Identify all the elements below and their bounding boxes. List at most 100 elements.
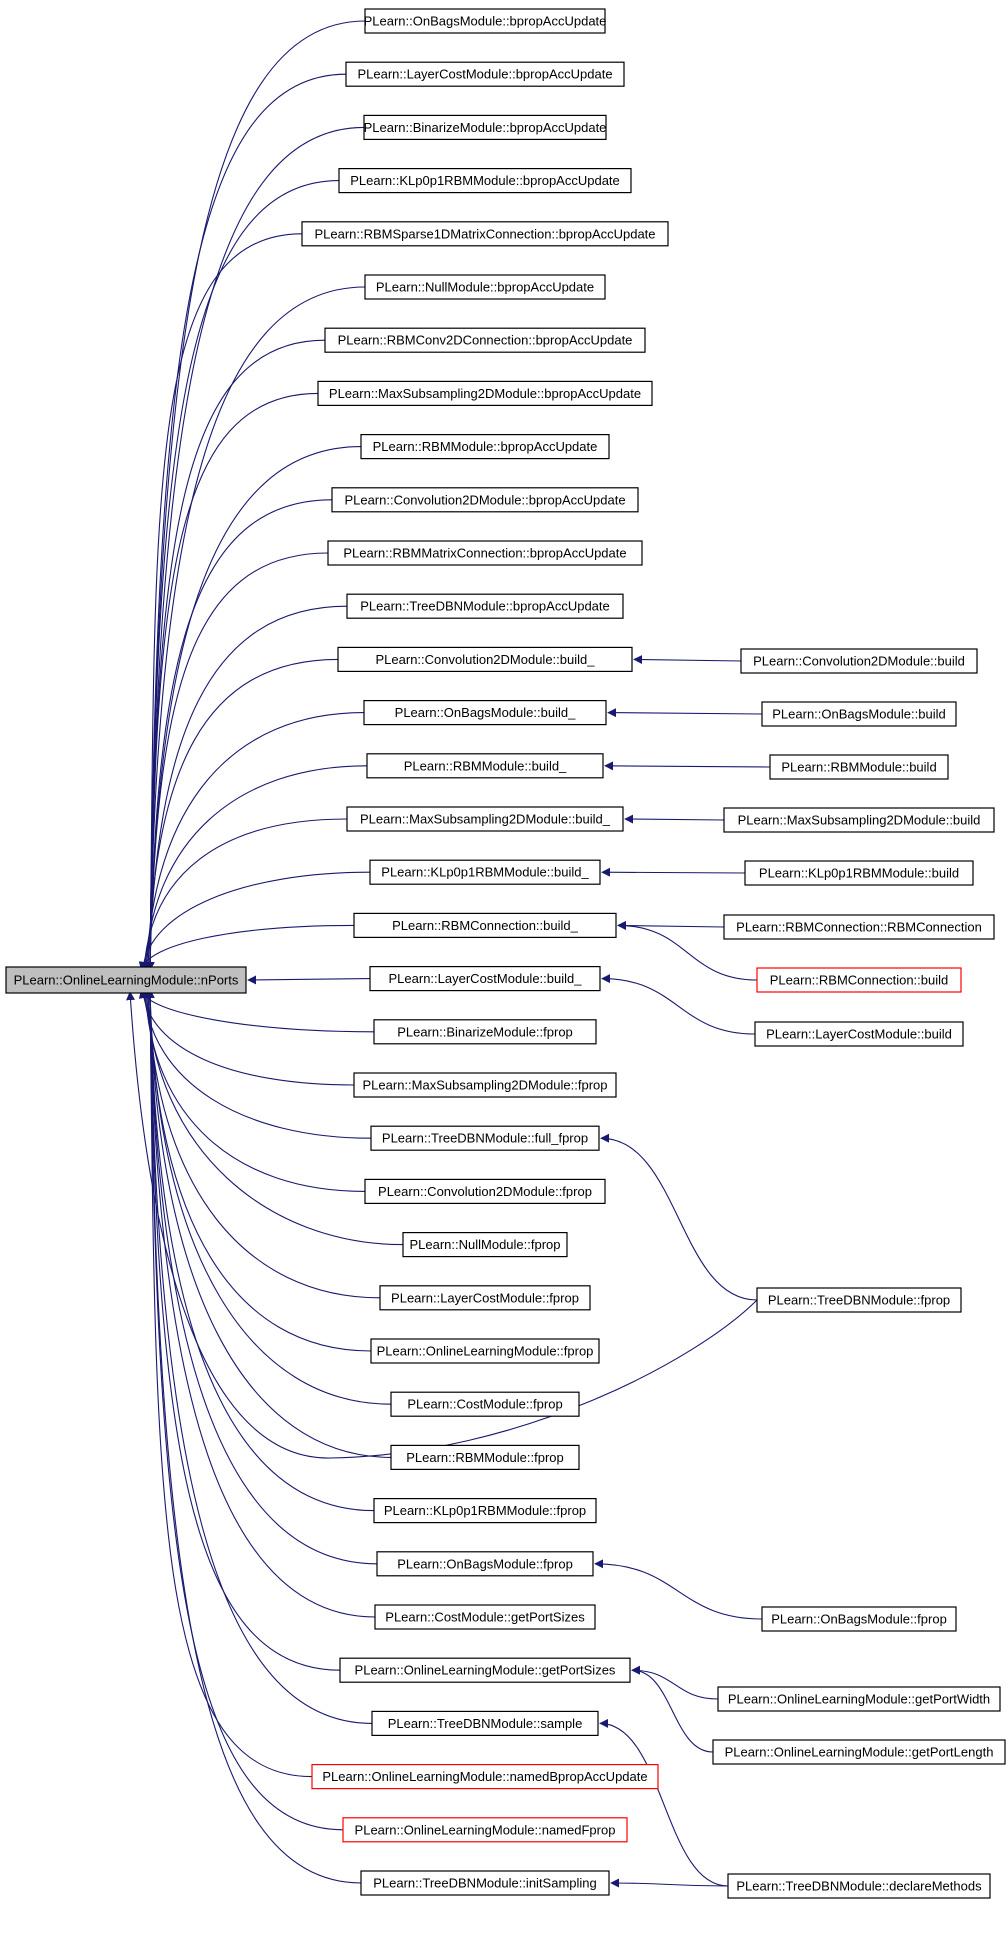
second-level-node-layer-cost-module-build[interactable]: PLearn::LayerCostModule::build bbox=[754, 1021, 964, 1047]
caller-node-rbmsparse1-dmatrix-connection-bprop-acc-update-box bbox=[301, 221, 669, 247]
caller-node-rbmconnection-build[interactable]: PLearn::RBMConnection::build_ bbox=[353, 912, 617, 939]
caller-node-layer-cost-module-build[interactable]: PLearn::LayerCostModule::build_ bbox=[369, 965, 601, 992]
caller-node-binarize-module-fprop-box bbox=[373, 1019, 597, 1045]
edge-to-root bbox=[145, 180, 340, 971]
caller-node-binarize-module-bprop-acc-update[interactable]: PLearn::BinarizeModule::bpropAccUpdate bbox=[363, 114, 607, 141]
caller-node-klp0p1-rbmmodule-bprop-acc-update[interactable]: PLearn::KLp0p1RBMModule::bpropAccUpdate bbox=[338, 168, 632, 194]
caller-node-layer-cost-module-build-box bbox=[369, 965, 601, 992]
caller-node-tree-dbnmodule-bprop-acc-update[interactable]: PLearn::TreeDBNModule::bpropAccUpdate bbox=[346, 593, 624, 619]
edge-second-level bbox=[601, 974, 756, 1035]
caller-node-online-learning-module-get-port-sizes[interactable]: PLearn::OnlineLearningModule::getPortSiz… bbox=[339, 1657, 631, 1683]
caller-node-rbmconv2-dconnection-bprop-acc-update[interactable]: PLearn::RBMConv2DConnection::bpropAccUpd… bbox=[324, 327, 646, 353]
caller-node-null-module-fprop[interactable]: PLearn::NullModule::fprop bbox=[402, 1231, 568, 1258]
second-level-node-on-bags-module-fprop[interactable]: PLearn::OnBagsModule::fprop bbox=[761, 1606, 957, 1632]
caller-node-max-subsampling2-dmodule-bprop-acc-update-box bbox=[317, 380, 653, 406]
caller-node-rbmmodule-bprop-acc-update-label: PLearn::RBMModule::bpropAccUpdate bbox=[373, 439, 598, 454]
caller-node-binarize-module-fprop[interactable]: PLearn::BinarizeModule::fprop bbox=[373, 1019, 597, 1045]
second-level-node-tree-dbnmodule-declare-methods-box bbox=[727, 1873, 991, 1899]
second-level-node-online-learning-module-get-port-width-box bbox=[717, 1686, 1001, 1712]
second-level-node-tree-dbnmodule-declare-methods[interactable]: PLearn::TreeDBNModule::declareMethods bbox=[727, 1873, 991, 1899]
second-level-node-online-learning-module-get-port-width[interactable]: PLearn::OnlineLearningModule::getPortWid… bbox=[717, 1686, 1001, 1712]
edge-to-root bbox=[145, 233, 303, 971]
caller-node-klp0p1-rbmmodule-build[interactable]: PLearn::KLp0p1RBMModule::build_ bbox=[369, 859, 601, 885]
caller-node-online-learning-module-get-port-sizes-label: PLearn::OnlineLearningModule::getPortSiz… bbox=[355, 1663, 616, 1678]
caller-node-rbmmatrix-connection-bprop-acc-update-box bbox=[327, 540, 643, 566]
caller-node-max-subsampling2-dmodule-bprop-acc-update-label: PLearn::MaxSubsampling2DModule::bpropAcc… bbox=[329, 386, 641, 401]
edge-to-root bbox=[145, 126, 365, 971]
edge-second-level bbox=[600, 1133, 758, 1301]
caller-node-online-learning-module-named-fprop[interactable]: PLearn::OnlineLearningModule::namedFprop bbox=[342, 1817, 628, 1843]
second-level-node-tree-dbnmodule-fprop-box bbox=[756, 1287, 962, 1313]
caller-node-rbmmatrix-connection-bprop-acc-update[interactable]: PLearn::RBMMatrixConnection::bpropAccUpd… bbox=[327, 540, 643, 566]
caller-node-max-subsampling2-dmodule-bprop-acc-update[interactable]: PLearn::MaxSubsampling2DModule::bpropAcc… bbox=[317, 380, 653, 406]
edge-to-root bbox=[143, 989, 381, 1299]
caller-node-layer-cost-module-bprop-acc-update[interactable]: PLearn::LayerCostModule::bpropAccUpdate bbox=[345, 61, 625, 87]
caller-node-rbmmodule-fprop[interactable]: PLearn::RBMModule::fprop bbox=[390, 1444, 580, 1471]
caller-node-max-subsampling2-dmodule-build[interactable]: PLearn::MaxSubsampling2DModule::build_ bbox=[346, 806, 624, 832]
caller-node-layer-cost-module-fprop[interactable]: PLearn::LayerCostModule::fprop bbox=[379, 1285, 591, 1311]
caller-node-cost-module-get-port-sizes[interactable]: PLearn::CostModule::getPortSizes bbox=[374, 1604, 596, 1630]
caller-node-convolution2-dmodule-fprop-label: PLearn::Convolution2DModule::fprop bbox=[378, 1184, 592, 1199]
second-level-node-layer-cost-module-build-label: PLearn::LayerCostModule::build bbox=[766, 1027, 952, 1042]
caller-node-on-bags-module-bprop-acc-update-box bbox=[364, 8, 606, 34]
second-level-node-convolution2-dmodule-build[interactable]: PLearn::Convolution2DModule::build bbox=[740, 648, 978, 674]
second-level-node-on-bags-module-build[interactable]: PLearn::OnBagsModule::build bbox=[761, 701, 957, 727]
caller-node-convolution2-dmodule-bprop-acc-update[interactable]: PLearn::Convolution2DModule::bpropAccUpd… bbox=[331, 487, 639, 513]
caller-node-tree-dbnmodule-fullfprop[interactable]: PLearn::TreeDBNModule::full_fprop bbox=[370, 1125, 600, 1151]
caller-node-convolution2-dmodule-build-box bbox=[337, 646, 633, 673]
caller-node-online-learning-module-named-bprop-acc-update-box bbox=[311, 1763, 659, 1790]
second-level-node-rbmconnection-rbmconnection[interactable]: PLearn::RBMConnection::RBMConnection bbox=[723, 914, 995, 940]
caller-node-rbmmodule-build[interactable]: PLearn::RBMModule::build_ bbox=[366, 753, 604, 779]
caller-node-rbmmodule-fprop-label: PLearn::RBMModule::fprop bbox=[406, 1450, 564, 1465]
caller-node-online-learning-module-fprop[interactable]: PLearn::OnlineLearningModule::fprop bbox=[370, 1338, 600, 1364]
edge-to-root bbox=[145, 499, 333, 971]
second-level-node-tree-dbnmodule-fprop[interactable]: PLearn::TreeDBNModule::fprop bbox=[756, 1287, 962, 1313]
caller-node-convolution2-dmodule-fprop-box bbox=[364, 1178, 606, 1205]
second-level-node-rbmmodule-build[interactable]: PLearn::RBMModule::build bbox=[769, 754, 949, 780]
caller-node-convolution2-dmodule-build[interactable]: PLearn::Convolution2DModule::build_ bbox=[337, 646, 633, 673]
second-level-node-tree-dbnmodule-declare-methods-label: PLearn::TreeDBNModule::declareMethods bbox=[736, 1879, 982, 1894]
caller-node-online-learning-module-get-port-sizes-box bbox=[339, 1657, 631, 1683]
caller-node-convolution2-dmodule-fprop[interactable]: PLearn::Convolution2DModule::fprop bbox=[364, 1178, 606, 1205]
edge-to-root bbox=[141, 989, 366, 1192]
caller-node-on-bags-module-bprop-acc-update[interactable]: PLearn::OnBagsModule::bpropAccUpdate bbox=[364, 8, 607, 34]
edge-to-root bbox=[142, 989, 404, 1246]
caller-node-convolution2-dmodule-bprop-acc-update-box bbox=[331, 487, 639, 513]
caller-node-convolution2-dmodule-bprop-acc-update-label: PLearn::Convolution2DModule::bpropAccUpd… bbox=[344, 492, 625, 507]
caller-node-binarize-module-bprop-acc-update-label: PLearn::BinarizeModule::bpropAccUpdate bbox=[364, 120, 607, 135]
caller-node-tree-dbnmodule-init-sampling[interactable]: PLearn::TreeDBNModule::initSampling bbox=[360, 1870, 610, 1896]
second-level-node-online-learning-module-get-port-width-label: PLearn::OnlineLearningModule::getPortWid… bbox=[728, 1692, 990, 1707]
caller-node-tree-dbnmodule-sample[interactable]: PLearn::TreeDBNModule::sample bbox=[371, 1710, 599, 1737]
second-level-node-klp0p1-rbmmodule-build[interactable]: PLearn::KLp0p1RBMModule::build bbox=[744, 860, 974, 886]
edge-to-root bbox=[145, 989, 392, 1405]
second-level-node-max-subsampling2-dmodule-build[interactable]: PLearn::MaxSubsampling2DModule::build bbox=[723, 807, 995, 833]
caller-node-on-bags-module-build[interactable]: PLearn::OnBagsModule::build_ bbox=[363, 699, 607, 726]
caller-node-max-subsampling2-dmodule-fprop-box bbox=[353, 1072, 617, 1098]
caller-node-null-module-bprop-acc-update-label: PLearn::NullModule::bpropAccUpdate bbox=[376, 280, 594, 295]
second-level-node-convolution2-dmodule-build-box bbox=[740, 648, 978, 674]
caller-node-on-bags-module-fprop-label: PLearn::OnBagsModule::fprop bbox=[397, 1556, 573, 1571]
second-level-node-online-learning-module-get-port-length[interactable]: PLearn::OnlineLearningModule::getPortLen… bbox=[712, 1739, 1006, 1765]
second-level-node-rbmconnection-build[interactable]: PLearn::RBMConnection::build bbox=[756, 967, 962, 993]
caller-node-max-subsampling2-dmodule-fprop[interactable]: PLearn::MaxSubsampling2DModule::fprop bbox=[353, 1072, 617, 1098]
caller-node-rbmmatrix-connection-bprop-acc-update-label: PLearn::RBMMatrixConnection::bpropAccUpd… bbox=[343, 546, 626, 561]
caller-node-max-subsampling2-dmodule-fprop-label: PLearn::MaxSubsampling2DModule::fprop bbox=[363, 1078, 608, 1093]
second-level-node-tree-dbnmodule-fprop-label: PLearn::TreeDBNModule::fprop bbox=[768, 1293, 950, 1308]
caller-node-online-learning-module-named-bprop-acc-update[interactable]: PLearn::OnlineLearningModule::namedBprop… bbox=[311, 1763, 659, 1790]
edge-to-root bbox=[138, 989, 355, 1086]
root-node[interactable]: PLearn::OnlineLearningModule::nPorts bbox=[5, 966, 247, 994]
caller-node-rbmsparse1-dmatrix-connection-bprop-acc-update[interactable]: PLearn::RBMSparse1DMatrixConnection::bpr… bbox=[301, 221, 669, 247]
caller-node-on-bags-module-fprop[interactable]: PLearn::OnBagsModule::fprop bbox=[376, 1551, 594, 1577]
caller-node-null-module-bprop-acc-update[interactable]: PLearn::NullModule::bpropAccUpdate bbox=[364, 274, 606, 300]
caller-node-klp0p1-rbmmodule-fprop[interactable]: PLearn::KLp0p1RBMModule::fprop bbox=[373, 1497, 597, 1524]
caller-node-klp0p1-rbmmodule-bprop-acc-update-box bbox=[338, 168, 632, 194]
caller-node-rbmmodule-bprop-acc-update[interactable]: PLearn::RBMModule::bpropAccUpdate bbox=[360, 434, 610, 460]
edge-second-level bbox=[594, 1559, 763, 1620]
caller-node-cost-module-fprop[interactable]: PLearn::CostModule::fprop bbox=[390, 1391, 580, 1417]
caller-node-on-bags-module-build-box bbox=[363, 699, 607, 726]
edge-second-level bbox=[631, 1665, 714, 1753]
caller-node-cost-module-get-port-sizes-box bbox=[374, 1604, 596, 1630]
caller-node-null-module-fprop-box bbox=[402, 1231, 568, 1258]
second-level-node-online-learning-module-get-port-length-label: PLearn::OnlineLearningModule::getPortLen… bbox=[725, 1745, 994, 1760]
caller-node-klp0p1-rbmmodule-build-box bbox=[369, 859, 601, 885]
